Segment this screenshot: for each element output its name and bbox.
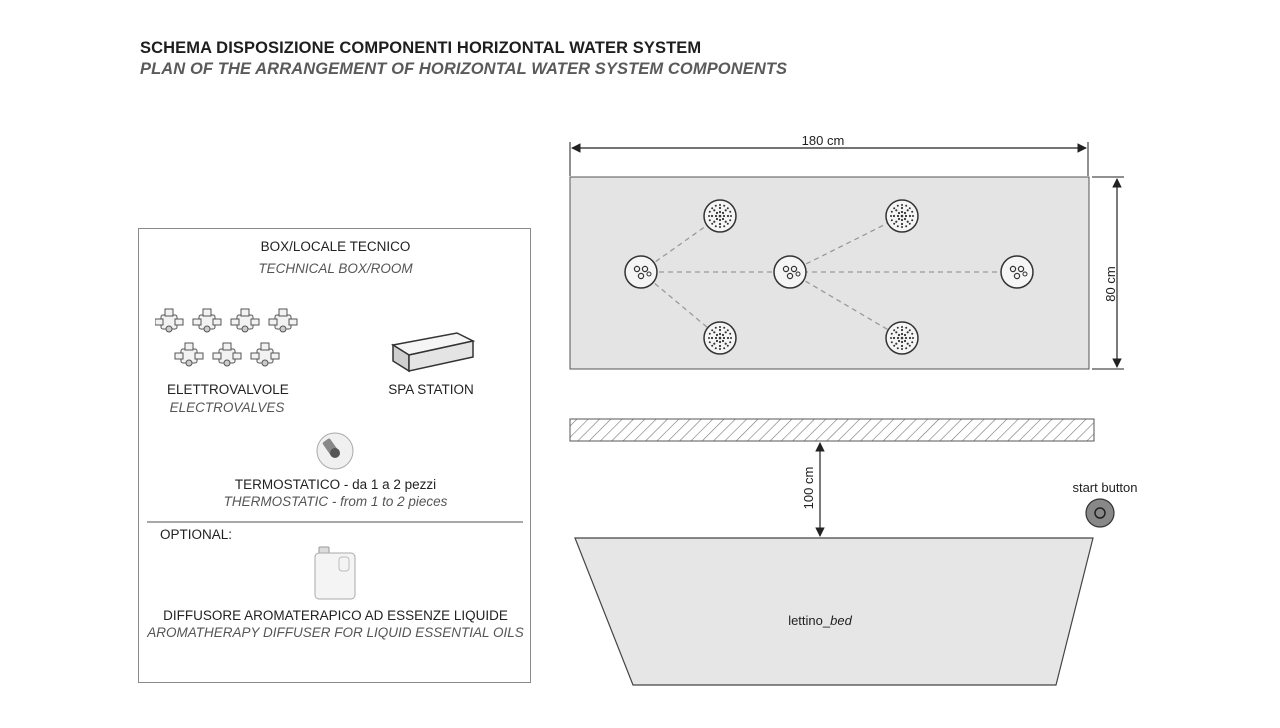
jet-nozzle-1 xyxy=(624,255,658,289)
electrovalves-label-en: ELECTROVALVES xyxy=(169,400,285,415)
diffuser-label-en: AROMATHERAPY DIFFUSER FOR LIQUID ESSENTI… xyxy=(147,625,524,640)
electrovalves-label-it: ELETTROVALVOLE xyxy=(167,382,289,397)
width-dimension-label: 180 cm xyxy=(802,133,845,148)
aromatherapy-canister-icon xyxy=(314,546,356,600)
spa-station-icon xyxy=(390,332,476,373)
ceiling-section-hatched xyxy=(569,418,1095,442)
jet-nozzle-2 xyxy=(773,255,807,289)
jet-nozzle-3 xyxy=(1000,255,1034,289)
depth-dimension-label: 80 cm xyxy=(1103,266,1118,301)
start-button-label: start button xyxy=(1072,480,1137,495)
thermostatic-label-en: THERMOSTATIC - from 1 to 2 pieces xyxy=(223,494,448,509)
thermostatic-icon xyxy=(316,432,354,470)
title-italian: SCHEMA DISPOSIZIONE COMPONENTI HORIZONTA… xyxy=(140,39,702,57)
start-button-icon xyxy=(1085,498,1115,528)
bed-shape xyxy=(574,537,1094,686)
height-distance-label: 100 cm xyxy=(801,467,816,510)
technical-box-title-en: TECHNICAL BOX/ROOM xyxy=(258,261,413,276)
pipe-connections xyxy=(640,215,1017,339)
rain-shower-head-4 xyxy=(885,321,919,355)
bed-label: lettino_bed xyxy=(788,613,852,628)
thermostatic-label-it: TERMOSTATICO - da 1 a 2 pezzi xyxy=(234,477,437,492)
rain-shower-head-3 xyxy=(703,321,737,355)
optional-divider xyxy=(147,521,523,523)
rain-shower-head-2 xyxy=(885,199,919,233)
technical-box-panel: BOX/LOCALE TECNICO TECHNICAL BOX/ROOM EL… xyxy=(138,228,531,683)
spa-station-label: SPA STATION xyxy=(388,382,474,397)
electrovalves-icon xyxy=(155,308,298,367)
diffuser-label-it: DIFFUSORE AROMATERAPICO AD ESSENZE LIQUI… xyxy=(163,608,508,623)
rain-shower-head-1 xyxy=(703,199,737,233)
optional-label: OPTIONAL: xyxy=(160,527,233,542)
title-english: PLAN OF THE ARRANGEMENT OF HORIZONTAL WA… xyxy=(140,60,788,78)
technical-box-title-it: BOX/LOCALE TECNICO xyxy=(260,239,411,254)
